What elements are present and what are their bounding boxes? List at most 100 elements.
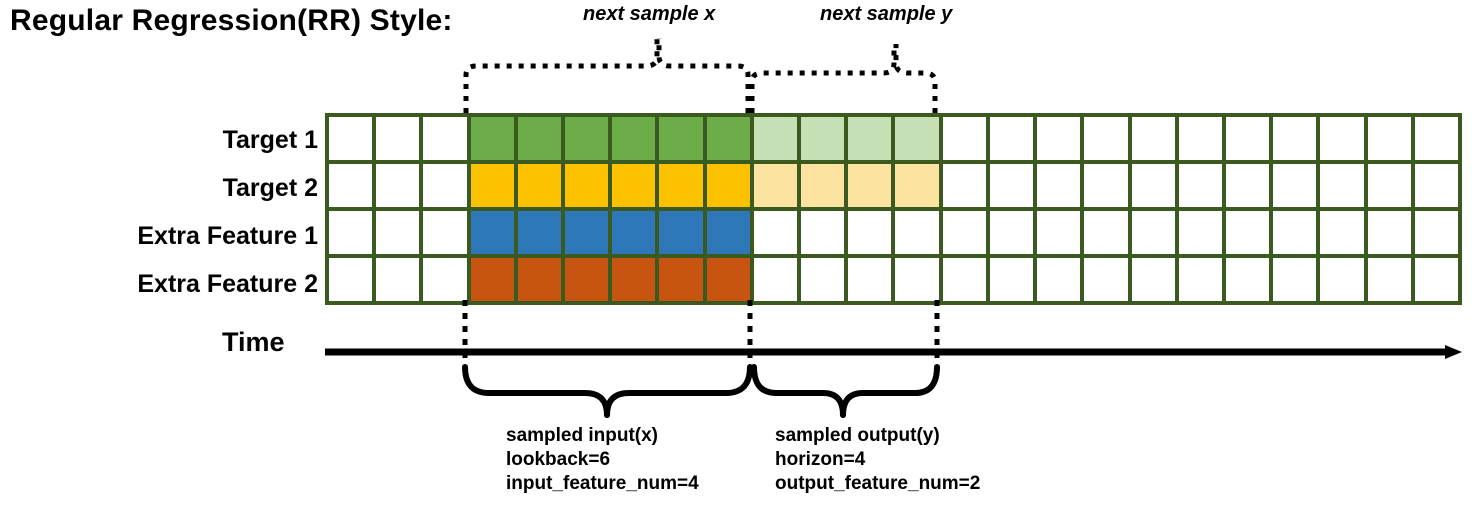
sampled-output-line-2: horizon=4: [775, 449, 866, 470]
sampled-output-line-3: output_feature_num=2: [775, 473, 981, 494]
grid-cell-r0-c9-output: [753, 117, 798, 160]
grid-cell-r2-c15-blank: [1037, 211, 1081, 254]
grid-cell-r1-c13-blank: [942, 164, 986, 207]
grid-cell-r3-c4-input: [517, 258, 562, 301]
grid-cell-r2-c11-blank: [848, 211, 892, 254]
grid-cell-r0-c1-blank: [376, 117, 420, 160]
row-label-target-2: Target 2: [222, 174, 318, 202]
time-axis-label: Time: [222, 327, 285, 357]
grid-cell-r2-c9-blank: [753, 211, 798, 254]
sampled-input-line-1: sampled input(x): [506, 425, 659, 446]
grid-cell-r0-c13-blank: [942, 117, 986, 160]
annotation-sampled-output: sampled output(y) horizon=4 output_featu…: [775, 424, 980, 496]
page-title: Regular Regression(RR) Style:: [10, 4, 453, 37]
grid-cell-r2-c16-blank: [1084, 211, 1128, 254]
grid-cell-r1-c11-output: [848, 164, 892, 207]
grid-cell-r2-c2-blank: [423, 211, 467, 254]
grid-cell-r3-c20-blank: [1273, 258, 1317, 301]
grid-cell-r2-c0-blank: [329, 211, 373, 254]
grid-cell-r0-c0-blank: [329, 117, 373, 160]
grid-cell-r2-c7-input: [659, 211, 703, 254]
grid-cell-r0-c3-input: [470, 117, 514, 160]
timeseries-grid: [325, 113, 1462, 305]
grid-cell-r3-c21-blank: [1320, 258, 1364, 301]
grid-cell-r0-c5-input: [565, 117, 609, 160]
grid-cell-r1-c16-blank: [1084, 164, 1128, 207]
grid-cell-r3-c1-blank: [376, 258, 420, 301]
grid-cell-r2-c20-blank: [1273, 211, 1317, 254]
grid-cell-r3-c17-blank: [1131, 258, 1175, 301]
grid-cell-r3-c10-blank: [801, 258, 845, 301]
grid-cell-r1-c7-input: [659, 164, 703, 207]
grid-cell-r1-c21-blank: [1320, 164, 1364, 207]
row-label-extra-feature-1: Extra Feature 1: [137, 222, 318, 250]
grid-cell-r2-c12-blank: [895, 211, 939, 254]
grid-cell-r1-c17-blank: [1131, 164, 1175, 207]
grid-cell-r3-c11-blank: [848, 258, 892, 301]
grid-cell-r1-c2-blank: [423, 164, 467, 207]
grid-cell-r3-c0-blank: [329, 258, 373, 301]
grid-cell-r3-c3-input: [470, 258, 514, 301]
grid-cell-r0-c4-input: [517, 117, 562, 160]
grid-cell-r0-c16-blank: [1084, 117, 1128, 160]
grid-cell-r3-c9-blank: [753, 258, 798, 301]
grid-cell-r3-c23-blank: [1414, 258, 1458, 301]
annotation-next-sample-y: next sample y: [820, 3, 953, 25]
grid-cell-r1-c23-blank: [1414, 164, 1458, 207]
grid-cell-r2-c1-blank: [376, 211, 420, 254]
grid-cell-r2-c8-input: [706, 211, 750, 254]
grid-cell-r2-c3-input: [470, 211, 514, 254]
grid-cell-r2-c4-input: [517, 211, 562, 254]
grid-cell-r1-c8-input: [706, 164, 750, 207]
grid-cell-r3-c8-input: [706, 258, 750, 301]
grid-cell-r1-c0-blank: [329, 164, 373, 207]
row-label-target-1: Target 1: [222, 126, 318, 154]
grid-cell-r1-c15-blank: [1037, 164, 1081, 207]
grid-cell-r0-c14-blank: [989, 117, 1034, 160]
sampled-input-line-2: lookback=6: [506, 449, 611, 470]
grid-cell-r3-c2-blank: [423, 258, 467, 301]
grid-cell-r0-c22-blank: [1367, 117, 1411, 160]
grid-cell-r3-c13-blank: [942, 258, 986, 301]
grid-cell-r1-c1-blank: [376, 164, 420, 207]
bottom-braces: [462, 364, 940, 418]
grid-cell-r2-c19-blank: [1225, 211, 1270, 254]
grid-cell-r0-c23-blank: [1414, 117, 1458, 160]
grid-cell-r1-c10-output: [801, 164, 845, 207]
grid-cell-r0-c20-blank: [1273, 117, 1317, 160]
grid-cell-r2-c14-blank: [989, 211, 1034, 254]
grid-cell-r2-c21-blank: [1320, 211, 1364, 254]
grid-cell-r2-c13-blank: [942, 211, 986, 254]
grid-cell-r3-c22-blank: [1367, 258, 1411, 301]
annotation-sampled-input: sampled input(x) lookback=6 input_featur…: [506, 424, 699, 496]
grid-cell-r0-c11-output: [848, 117, 892, 160]
grid-cell-r2-c10-blank: [801, 211, 845, 254]
grid-cell-r1-c9-output: [753, 164, 798, 207]
grid-cell-r0-c2-blank: [423, 117, 467, 160]
grid-cell-r2-c23-blank: [1414, 211, 1458, 254]
grid-cell-r1-c6-input: [612, 164, 656, 207]
grid-cell-r3-c6-input: [612, 258, 656, 301]
grid-cell-r0-c8-input: [706, 117, 750, 160]
grid-cell-r0-c12-output: [895, 117, 939, 160]
grid-cell-r3-c14-blank: [989, 258, 1034, 301]
grid-cell-r0-c18-blank: [1178, 117, 1222, 160]
sampled-output-line-1: sampled output(y): [775, 425, 940, 446]
sampled-input-line-3: input_feature_num=4: [506, 473, 699, 494]
grid-cell-r0-c17-blank: [1131, 117, 1175, 160]
grid-cell-r1-c5-input: [565, 164, 609, 207]
grid-cell-r3-c19-blank: [1225, 258, 1270, 301]
grid-cell-r3-c16-blank: [1084, 258, 1128, 301]
grid-cell-r1-c3-input: [470, 164, 514, 207]
annotation-next-sample-x: next sample x: [583, 3, 716, 25]
grid-cell-r2-c5-input: [565, 211, 609, 254]
grid-cell-r0-c15-blank: [1037, 117, 1081, 160]
grid-cell-r1-c20-blank: [1273, 164, 1317, 207]
grid-cell-r1-c18-blank: [1178, 164, 1222, 207]
grid-cell-r0-c21-blank: [1320, 117, 1364, 160]
grid-cell-r1-c4-input: [517, 164, 562, 207]
grid-cell-r0-c10-output: [801, 117, 845, 160]
grid-cell-r1-c14-blank: [989, 164, 1034, 207]
grid-cell-r1-c19-blank: [1225, 164, 1270, 207]
grid-cell-r2-c6-input: [612, 211, 656, 254]
